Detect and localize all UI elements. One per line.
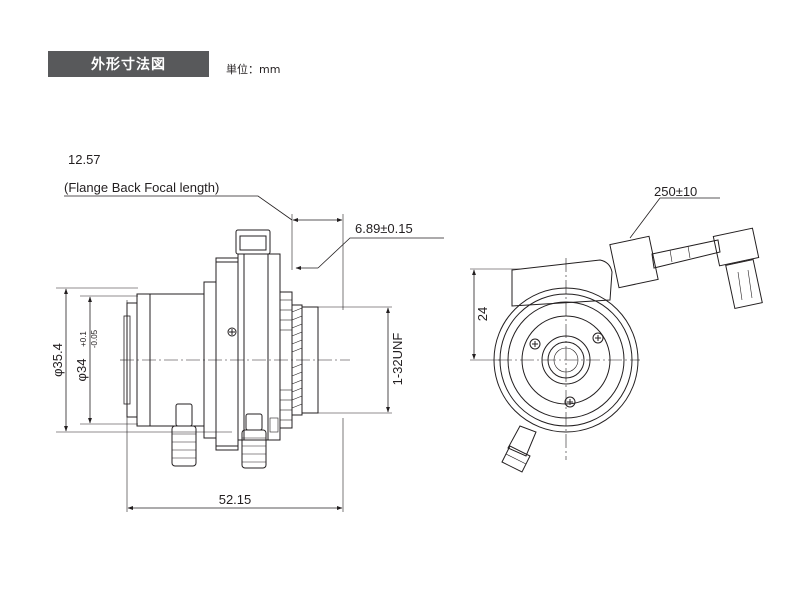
offset-label: 24 xyxy=(475,307,490,321)
connector-plug xyxy=(725,258,763,310)
front-face xyxy=(521,315,611,405)
back-focus-leader xyxy=(317,237,444,269)
tolerance-minus: -0.05 xyxy=(90,329,99,348)
outer-ring xyxy=(493,287,639,433)
rear-element xyxy=(301,306,319,414)
connector-body xyxy=(712,227,760,267)
zoom-lock-knob xyxy=(241,413,267,469)
mount-thread-label: 1-32UNF xyxy=(390,333,405,386)
back-focus-value: 6.89±0.15 xyxy=(355,221,413,236)
face-screws xyxy=(529,332,604,408)
housing xyxy=(215,257,239,451)
cable-length-label: 250±10 xyxy=(654,184,697,199)
unit-label: 単位：mm xyxy=(226,63,281,76)
cable-assembly xyxy=(609,227,763,310)
tolerance-plus: +0.1 xyxy=(79,331,88,347)
front-view xyxy=(470,197,763,473)
flange-back-value: 12.57 xyxy=(68,152,101,167)
barrel-diameter-label: φ34 xyxy=(74,359,89,382)
screw-icon xyxy=(227,327,237,337)
overall-length-label: 52.15 xyxy=(219,492,252,507)
focus-lock-knob xyxy=(171,403,197,467)
side-view xyxy=(56,195,444,512)
lens-opening xyxy=(541,335,591,385)
iris-connector xyxy=(235,229,271,255)
flange-back-label: (Flange Back Focal length) xyxy=(64,180,219,195)
housing-top xyxy=(511,259,613,307)
drawing-title: 外形寸法図 xyxy=(48,51,209,77)
flange-leader xyxy=(64,195,293,221)
extension-lines xyxy=(56,214,392,512)
outer-diameter-label: φ35.4 xyxy=(50,343,65,377)
front-knob xyxy=(501,425,537,473)
